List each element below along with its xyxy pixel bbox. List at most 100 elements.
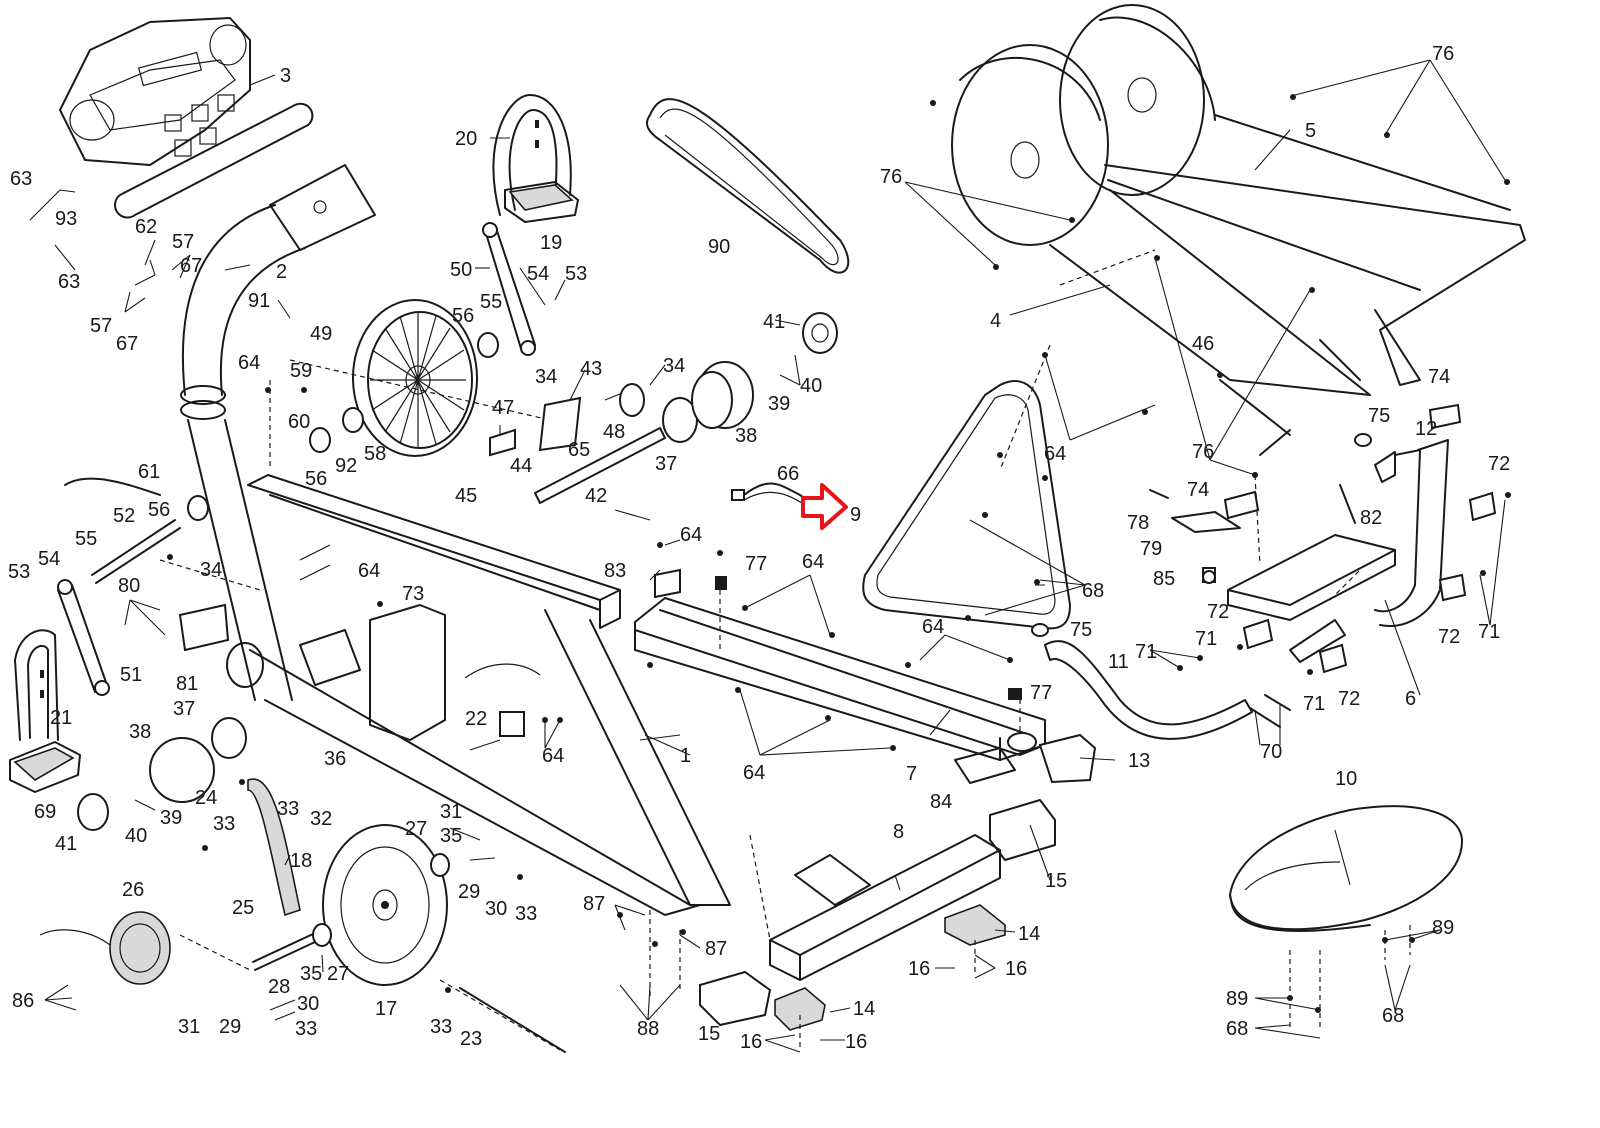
callout-30b: 30	[297, 993, 319, 1015]
callout-11: 11	[1108, 651, 1129, 673]
callout-63b: 63	[58, 271, 80, 293]
callout-27a: 27	[405, 818, 427, 840]
callout-27b: 27	[327, 963, 349, 985]
callout-1: 1	[680, 745, 691, 767]
callout-76b: 76	[880, 166, 902, 188]
callout-80: 80	[118, 575, 140, 597]
callout-55b: 55	[480, 291, 502, 313]
callout-35a: 35	[440, 825, 462, 847]
callout-68b: 68	[1226, 1018, 1248, 1040]
callout-9: 9	[850, 504, 861, 526]
callout-74b: 74	[1187, 479, 1209, 501]
callout-18: 18	[290, 850, 312, 872]
callout-87b: 87	[705, 938, 727, 960]
crank-axle-part	[534, 312, 838, 504]
callout-50: 50	[450, 259, 472, 281]
callout-45: 45	[455, 485, 477, 507]
callout-29b: 29	[219, 1016, 241, 1038]
end-caps-part	[699, 733, 1097, 1031]
callout-87a: 87	[583, 893, 605, 915]
callout-57b: 57	[90, 315, 112, 337]
callout-64b: 64	[358, 560, 380, 582]
callout-42: 42	[585, 485, 607, 507]
callout-77b: 77	[1030, 682, 1052, 704]
misc-parts	[39, 519, 541, 985]
callout-40b: 40	[800, 375, 822, 397]
callout-93: 93	[55, 208, 77, 230]
callout-71d: 71	[1478, 621, 1500, 643]
callout-76c: 76	[1192, 441, 1214, 463]
callout-60: 60	[288, 411, 310, 433]
callout-14a: 14	[1018, 923, 1040, 945]
callout-16c: 16	[740, 1031, 762, 1053]
callout-29a: 29	[458, 881, 480, 903]
callout-74a: 74	[1428, 366, 1450, 388]
callout-5: 5	[1305, 120, 1316, 142]
callout-64a: 64	[238, 352, 260, 374]
callout-65: 65	[568, 439, 590, 461]
callout-56c: 56	[452, 305, 474, 327]
handlebar-part	[1044, 619, 1346, 740]
front-shroud-part	[951, 4, 1421, 396]
callout-58: 58	[364, 443, 386, 465]
callout-67b: 67	[116, 333, 138, 355]
callout-64f: 64	[743, 762, 765, 784]
callout-16a: 16	[908, 958, 930, 980]
callout-48: 48	[603, 421, 625, 443]
callout-78: 78	[1127, 512, 1149, 534]
callout-34b: 34	[535, 366, 557, 388]
callout-labels: 1 2 3 4 5 6 7 8 9 10 11 12 13 14 14 15 1…	[8, 43, 1510, 1053]
callout-73: 73	[402, 583, 424, 605]
seat-rail-part	[634, 597, 1046, 761]
callout-51: 51	[120, 664, 142, 686]
callout-37a: 37	[173, 698, 195, 720]
callout-22: 22	[465, 708, 487, 730]
callout-14b: 14	[853, 998, 875, 1020]
callout-88: 88	[637, 1018, 659, 1040]
callout-82: 82	[1360, 507, 1382, 529]
callout-85: 85	[1153, 568, 1175, 590]
callout-24: 24	[195, 787, 217, 809]
callout-70: 70	[1260, 741, 1282, 763]
callout-67a: 67	[180, 255, 202, 277]
callout-41b: 41	[763, 311, 785, 333]
callout-31b: 31	[178, 1016, 200, 1038]
callout-39b: 39	[768, 393, 790, 415]
callout-4: 4	[990, 310, 1001, 332]
callout-21: 21	[50, 707, 72, 729]
leader-lines	[29, 59, 1506, 1053]
callout-71a: 71	[1135, 641, 1157, 663]
callout-55a: 55	[75, 528, 97, 550]
callout-40a: 40	[125, 825, 147, 847]
callout-17: 17	[375, 998, 397, 1020]
callout-56b: 56	[305, 468, 327, 490]
callout-62: 62	[135, 216, 157, 238]
callout-39a: 39	[160, 807, 182, 829]
callout-15b: 15	[698, 1023, 720, 1045]
callout-71c: 71	[1303, 693, 1325, 715]
callout-71b: 71	[1195, 628, 1217, 650]
callout-63a: 63	[10, 168, 32, 190]
callout-90: 90	[708, 236, 730, 258]
upright-part	[180, 164, 376, 420]
callout-3: 3	[280, 65, 291, 87]
callout-2: 2	[276, 261, 287, 283]
side-shield-part	[862, 380, 1071, 630]
rear-stabilizer-part	[769, 834, 1001, 981]
pedal-left-part	[9, 579, 110, 793]
callout-72a: 72	[1207, 601, 1229, 623]
callout-30a: 30	[485, 898, 507, 920]
callout-64c: 64	[680, 524, 702, 546]
callout-64d: 64	[802, 551, 824, 573]
callout-64h: 64	[1044, 443, 1066, 465]
callout-16b: 16	[1005, 958, 1027, 980]
callout-84: 84	[930, 791, 952, 813]
pulley-wheel-part	[352, 299, 478, 457]
callout-64g: 64	[542, 745, 564, 767]
callout-64e: 64	[922, 616, 944, 638]
console-part	[59, 17, 314, 219]
callout-33d: 33	[295, 1018, 317, 1040]
callout-47: 47	[492, 397, 514, 419]
outer-shroud-part	[1104, 114, 1526, 456]
